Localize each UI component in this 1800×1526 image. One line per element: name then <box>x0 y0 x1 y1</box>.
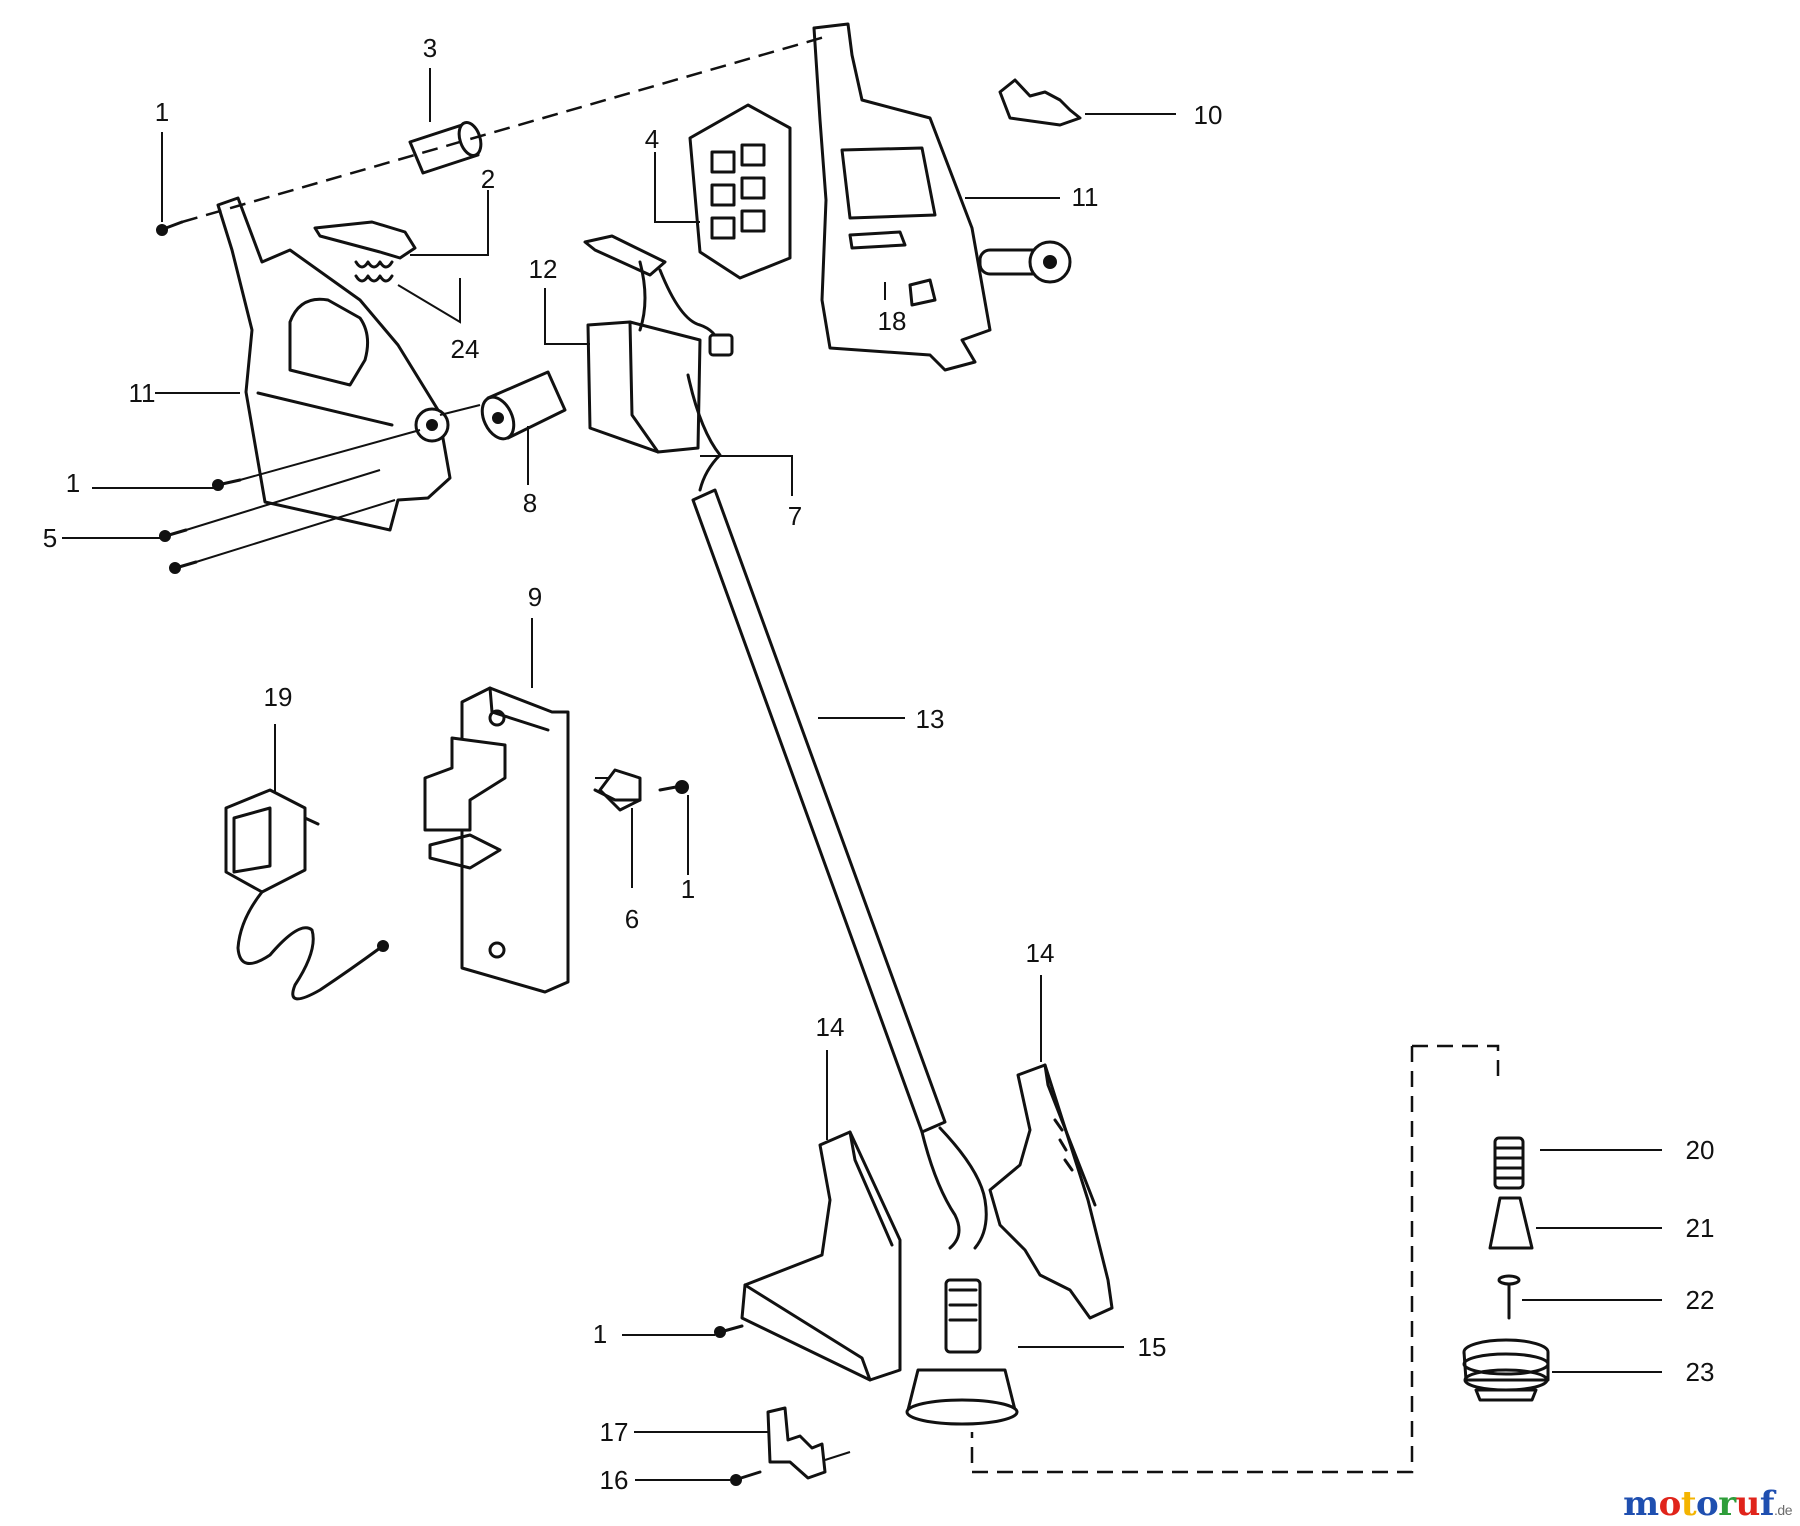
callout-1-mid-left: 1 <box>66 468 80 498</box>
callout-1-clip: 1 <box>681 874 695 904</box>
screw-1-top-left <box>156 220 184 236</box>
callout-23: 23 <box>1686 1357 1715 1387</box>
callout-22: 22 <box>1686 1285 1715 1315</box>
callout-16: 16 <box>600 1465 629 1495</box>
wiring <box>686 373 722 492</box>
motor <box>905 1278 1019 1426</box>
guard-half-right <box>988 1063 1114 1320</box>
handle-half-left <box>216 196 452 532</box>
site-watermark: motoruf.de <box>1623 1484 1792 1524</box>
callout-10: 10 <box>1194 100 1223 130</box>
switch-block <box>688 103 792 280</box>
callout-18: 18 <box>878 306 907 336</box>
watermark-letter: m <box>1623 1484 1659 1524</box>
battery-charger <box>224 788 389 1001</box>
watermark-letter: f <box>1759 1484 1775 1524</box>
spool <box>1462 1338 1550 1402</box>
callout-6: 6 <box>625 904 639 934</box>
callout-14-left: 14 <box>816 1012 845 1042</box>
callout-3: 3 <box>423 33 437 63</box>
watermark-suffix: .de <box>1774 1502 1792 1518</box>
alignment-lines <box>181 34 1500 1474</box>
callout-1-guard: 1 <box>593 1319 607 1349</box>
trimmer-shaft <box>691 488 988 1250</box>
spool-screw <box>1497 1274 1521 1320</box>
callout-12: 12 <box>529 254 558 284</box>
callout-15: 15 <box>1138 1332 1167 1362</box>
watermark-letters: motoruf <box>1623 1484 1774 1524</box>
screw-16 <box>730 1470 762 1486</box>
watermark-letter: t <box>1680 1484 1697 1524</box>
handle-half-right <box>812 22 1072 372</box>
callout-2: 2 <box>481 164 495 194</box>
callout-13: 13 <box>916 704 945 734</box>
spool-nut <box>1488 1196 1534 1250</box>
callout-5: 5 <box>43 523 57 553</box>
lock-off-lever <box>313 220 417 260</box>
watermark-letter: o <box>1658 1484 1682 1524</box>
callout-9: 9 <box>528 582 542 612</box>
callout-1-top-left: 1 <box>155 97 169 127</box>
grip-sleeve-large <box>480 370 567 441</box>
lock-off-spring <box>354 260 394 283</box>
callout-leaders <box>62 68 1662 1481</box>
bracket <box>766 1406 827 1480</box>
callout-24: 24 <box>451 334 480 364</box>
callout-17: 17 <box>600 1417 629 1447</box>
mounting-clip <box>598 768 642 812</box>
watermark-letter: r <box>1718 1484 1736 1524</box>
screw-1-mid-left <box>212 478 242 491</box>
screw-1-guard <box>714 1324 744 1338</box>
callout-11-left: 11 <box>129 378 156 408</box>
guard-half-left <box>740 1130 902 1382</box>
callout-20: 20 <box>1686 1135 1715 1165</box>
charger-mount <box>423 686 570 994</box>
callout-11-right: 11 <box>1072 182 1099 212</box>
screw-5-a <box>159 528 188 542</box>
callout-labels: 1 3 2 24 4 10 11 12 18 11 1 5 8 7 9 19 1… <box>43 33 1715 1495</box>
callout-21: 21 <box>1686 1213 1715 1243</box>
callout-14-right: 14 <box>1026 938 1055 968</box>
callout-7: 7 <box>788 501 802 531</box>
screw-1-clip <box>658 780 689 794</box>
callout-4: 4 <box>645 124 659 154</box>
spool-spring <box>1493 1136 1525 1190</box>
screw-5-b <box>169 560 198 574</box>
callout-8: 8 <box>523 488 537 518</box>
watermark-letter: o <box>1696 1484 1719 1524</box>
callout-19: 19 <box>264 682 293 712</box>
watermark-letter: u <box>1735 1484 1761 1524</box>
battery-pack <box>583 234 734 454</box>
trigger <box>998 78 1082 127</box>
